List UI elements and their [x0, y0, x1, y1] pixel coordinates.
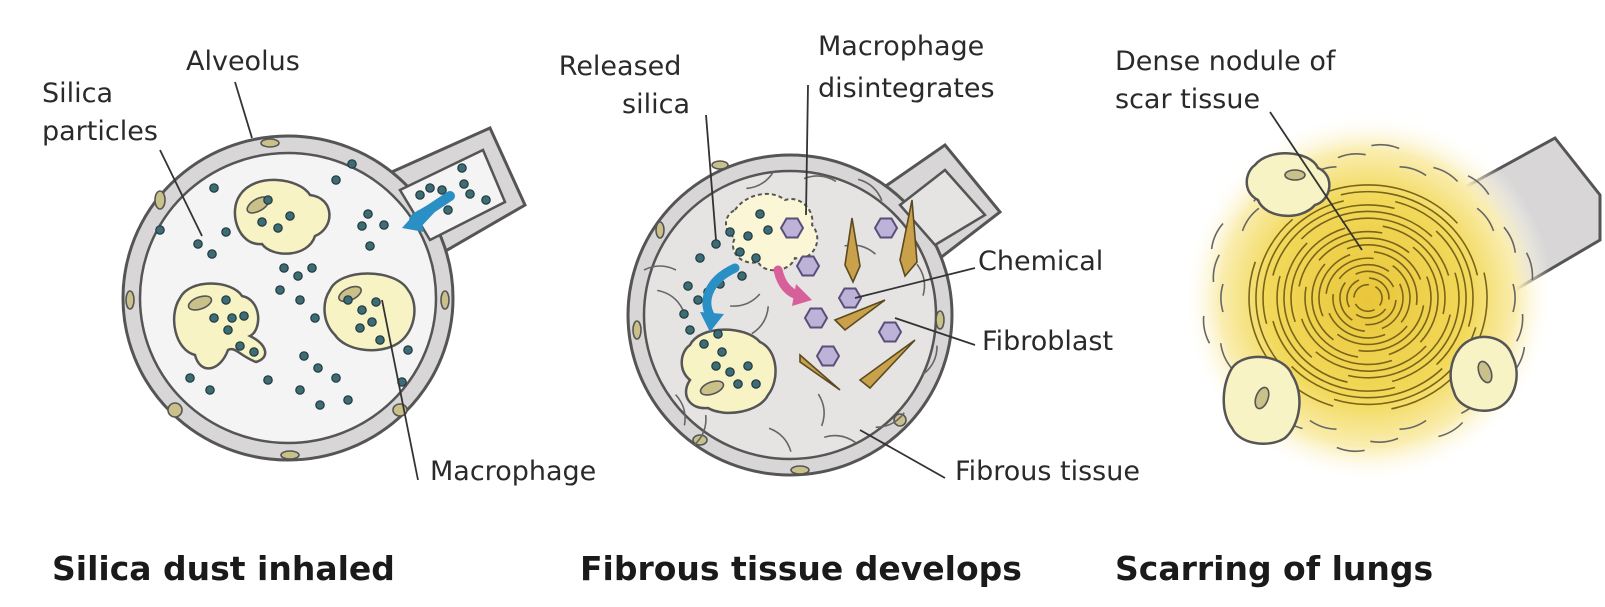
silica-particle	[744, 232, 752, 240]
caption-scarring-of-lungs: Scarring of lungs	[1115, 549, 1433, 588]
chemical-molecule	[875, 219, 897, 238]
label-dense-nodule: Dense nodule of scar tissue	[1115, 46, 1344, 115]
silica-particle	[696, 254, 704, 262]
label-fibroblast: Fibroblast	[982, 326, 1113, 357]
silica-particle	[416, 191, 424, 199]
silica-particle	[222, 296, 230, 304]
silica-particle	[680, 310, 688, 318]
silica-particle	[686, 326, 694, 334]
silica-particle	[300, 352, 308, 360]
silica-particle	[276, 286, 284, 294]
silica-particle	[404, 346, 412, 354]
silica-particle	[186, 374, 194, 382]
silica-particle	[264, 196, 272, 204]
silica-particle	[700, 340, 708, 348]
silica-particle	[208, 250, 216, 258]
label-fibrous-tissue: Fibrous tissue	[955, 456, 1140, 487]
silica-particle	[764, 226, 772, 234]
silica-particle	[752, 380, 760, 388]
silica-particle	[314, 364, 322, 372]
chemical-molecule	[781, 219, 803, 238]
silica-particle	[458, 164, 466, 172]
silica-particle	[738, 272, 746, 280]
silica-particle	[364, 210, 372, 218]
silica-particle	[311, 314, 319, 322]
silica-particle	[444, 206, 452, 214]
silica-particle	[348, 160, 356, 168]
silica-particle	[726, 228, 734, 236]
silica-particle	[210, 314, 218, 322]
silica-particle	[482, 196, 490, 204]
chemical-molecule	[879, 323, 901, 342]
panel-3-scarring: Dense nodule of scar tissue Scarring of …	[1115, 46, 1600, 588]
label-macrophage: Macrophage	[430, 456, 596, 487]
chemical-molecule	[805, 309, 827, 328]
silica-particle	[358, 306, 366, 314]
silica-particle	[684, 282, 692, 290]
silica-particle	[376, 336, 384, 344]
silica-particle	[344, 296, 352, 304]
silica-particle	[308, 264, 316, 272]
label-released-silica: Released silica	[559, 51, 690, 120]
silica-particle	[316, 401, 324, 409]
chemical-molecule	[817, 347, 839, 366]
silica-particle	[358, 222, 366, 230]
chemical-molecule	[797, 257, 819, 276]
silica-particle	[366, 242, 374, 250]
silica-particle	[756, 210, 764, 218]
silica-particle	[236, 342, 244, 350]
silica-particle	[718, 348, 726, 356]
silica-particle	[222, 228, 230, 236]
silica-particle	[466, 190, 474, 198]
silica-particle	[744, 362, 752, 370]
silica-particle	[380, 221, 388, 229]
leader-alveolus	[235, 82, 252, 138]
silica-particle	[332, 176, 340, 184]
silica-particle	[752, 254, 760, 262]
silica-particle	[206, 386, 214, 394]
silica-particle	[210, 184, 218, 192]
macrophage-cell	[325, 274, 415, 351]
label-macrophage-disintegrates: Macrophage disintegrates	[818, 31, 995, 104]
silica-particle	[228, 314, 236, 322]
silica-particle	[194, 240, 202, 248]
label-chemical: Chemical	[978, 246, 1103, 277]
silica-particle	[714, 330, 722, 338]
silica-particle	[258, 218, 266, 226]
label-alveolus: Alveolus	[186, 46, 300, 77]
silica-particle	[438, 186, 446, 194]
silica-particle	[274, 224, 282, 232]
silica-particle	[224, 326, 232, 334]
silica-particle	[356, 324, 364, 332]
silica-particle	[280, 264, 288, 272]
silica-particle	[694, 296, 702, 304]
panel-2-fibrous-tissue: Released silica Macrophage disintegrates…	[559, 31, 1140, 588]
silica-particle	[712, 240, 720, 248]
silica-particle	[460, 180, 468, 188]
silica-particle	[426, 184, 434, 192]
silica-particle	[294, 272, 302, 280]
silica-particle	[344, 396, 352, 404]
caption-fibrous-tissue-develops: Fibrous tissue develops	[580, 549, 1022, 588]
silica-particle	[156, 226, 164, 234]
silica-particle	[296, 296, 304, 304]
silica-particle	[734, 380, 742, 388]
silica-particle	[736, 248, 744, 256]
silica-particle	[264, 376, 272, 384]
silica-particle	[332, 374, 340, 382]
silica-particle	[286, 212, 294, 220]
panel-1-silica-inhaled: Silica particles Alveolus Macrophage Sil…	[42, 46, 596, 588]
silica-particle	[250, 348, 258, 356]
silica-particle	[372, 298, 380, 306]
silica-particle	[240, 312, 248, 320]
silica-particle	[296, 386, 304, 394]
caption-silica-dust-inhaled: Silica dust inhaled	[52, 549, 395, 588]
silica-particle	[712, 362, 720, 370]
label-silica-particles: Silica particles	[42, 78, 158, 147]
silica-particle	[368, 318, 376, 326]
silica-particle	[726, 368, 734, 376]
